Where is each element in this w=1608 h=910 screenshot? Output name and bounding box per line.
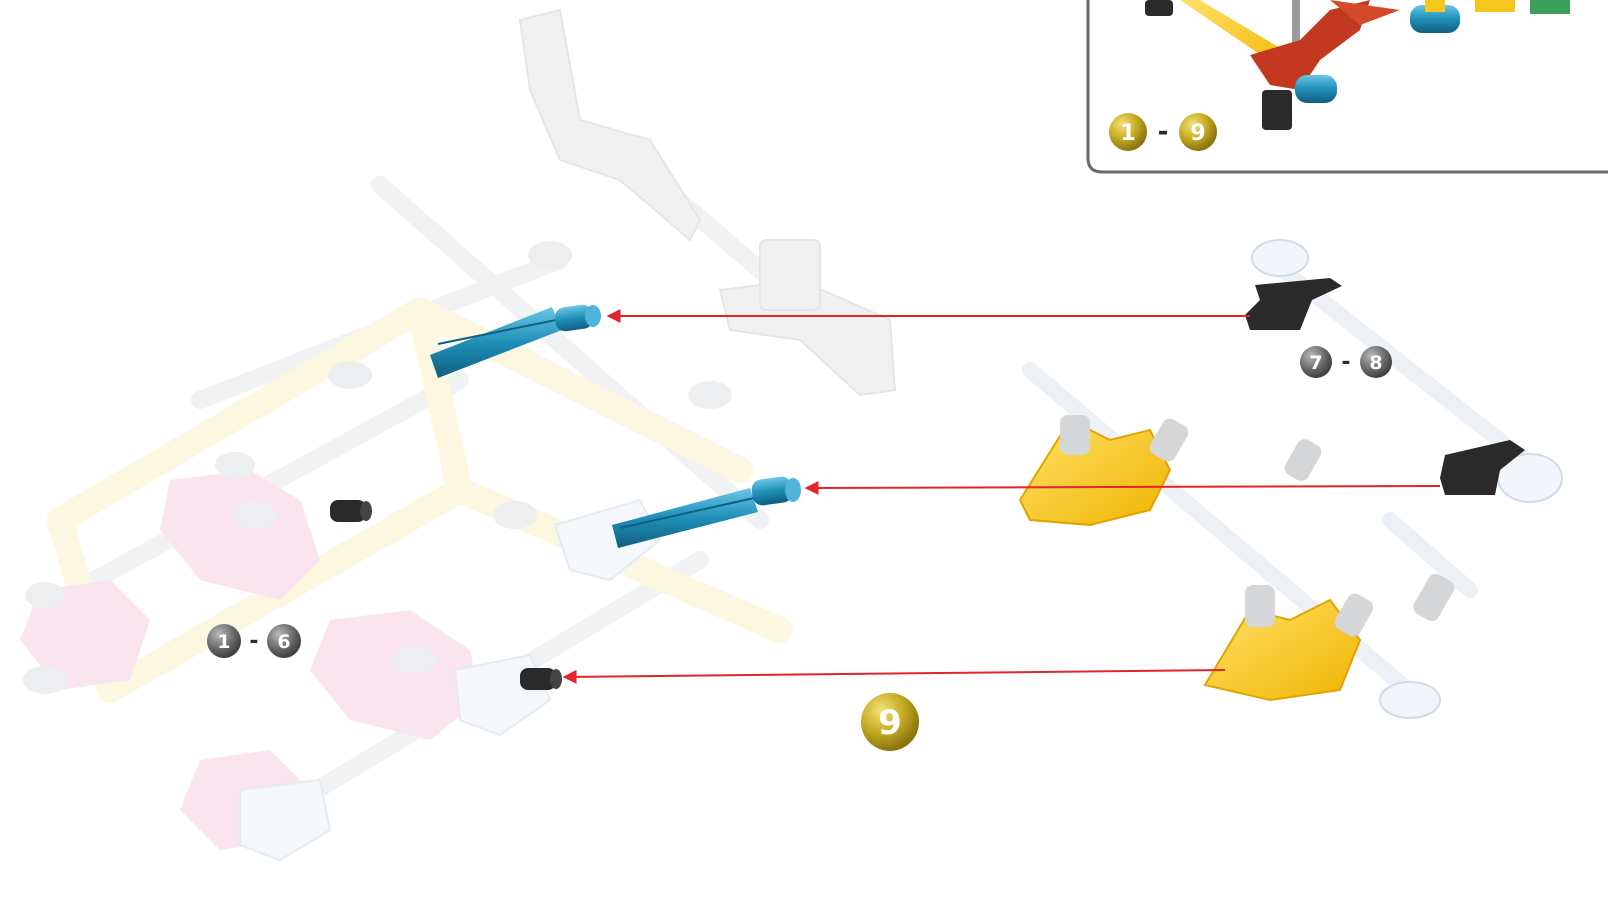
black-clip-left-bottom <box>520 668 562 690</box>
black-clip-left-mid <box>330 500 372 522</box>
left-range-end: 6 <box>277 631 290 653</box>
step-number: 9 <box>878 703 902 743</box>
left-range-start: 1 <box>217 631 230 653</box>
arrow-icon <box>806 486 1440 488</box>
inset-range-start: 1 <box>1120 121 1135 146</box>
right-assembly <box>1020 240 1562 718</box>
inset-range-start-badge: 1 <box>1109 113 1147 151</box>
right-assembly-label: 7 - 8 <box>1300 346 1392 378</box>
right-range-sep: - <box>1341 350 1350 375</box>
inset-range-end: 9 <box>1190 121 1205 146</box>
right-range-start-badge: 7 <box>1300 346 1332 378</box>
left-range-sep: - <box>249 629 258 654</box>
right-range-start: 7 <box>1309 352 1322 374</box>
inset-panel: 1 - 9 <box>1088 0 1608 172</box>
inset-range-end-badge: 9 <box>1179 113 1217 151</box>
inset-range-sep: - <box>1158 117 1169 147</box>
right-range-end-badge: 8 <box>1360 346 1392 378</box>
left-range-end-badge: 6 <box>267 624 301 658</box>
left-range-start-badge: 1 <box>207 624 241 658</box>
step-number-badge: 9 <box>861 693 919 751</box>
right-range-end: 8 <box>1369 352 1382 374</box>
faded-base-assembly <box>20 10 895 860</box>
left-assembly-label: 1 - 6 <box>207 624 301 658</box>
arrow-icon <box>564 670 1225 677</box>
